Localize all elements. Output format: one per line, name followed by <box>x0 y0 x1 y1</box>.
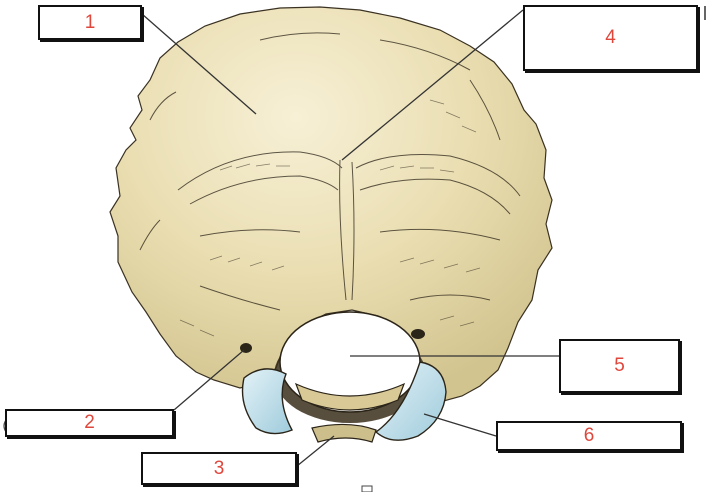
leader-line-3 <box>296 435 335 467</box>
leader-lines <box>141 9 559 467</box>
leader-line-4 <box>341 9 524 161</box>
label-number-4: 4 <box>605 27 616 48</box>
leader-line-6 <box>423 413 497 437</box>
right-occipital-condyle <box>374 361 447 441</box>
label-number-2: 2 <box>84 412 95 433</box>
label-number-6: 6 <box>583 425 595 446</box>
label-box-3[interactable]: 3 <box>141 452 297 485</box>
right-condylar-foramen <box>411 329 425 339</box>
label-box-1[interactable]: 1 <box>38 5 142 40</box>
label-number-3: 3 <box>213 457 225 479</box>
left-occipital-condyle <box>241 368 293 435</box>
edge-mark-bottom <box>361 485 373 492</box>
surface-hatching <box>139 32 521 311</box>
label-number-5: 5 <box>614 355 625 376</box>
basilar-part <box>294 382 406 411</box>
fine-hatching <box>179 99 481 337</box>
label-box-2[interactable]: 2 <box>5 409 174 437</box>
basilar-tip <box>311 423 377 443</box>
leader-line-1 <box>141 13 257 115</box>
leader-line-2 <box>173 349 245 411</box>
label-box-4[interactable]: 4 <box>523 5 698 71</box>
label-number-1: 1 <box>84 11 96 33</box>
label-box-6[interactable]: 6 <box>496 421 682 451</box>
label-box-5[interactable]: 5 <box>559 339 680 393</box>
